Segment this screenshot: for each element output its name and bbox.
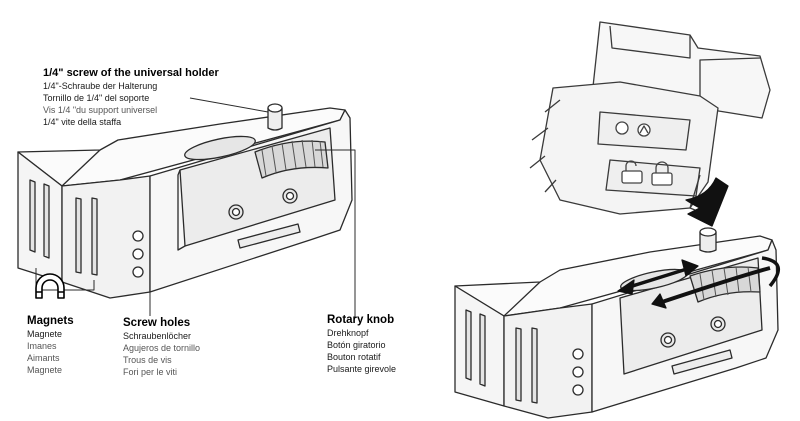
screw-holes-callout-de: Schraubenlöcher [123,331,192,341]
screw-callout-it: 1/4" vite della staffa [43,117,122,127]
lock-icon [651,161,673,186]
screw-holes-callout-title: Screw holes [123,317,191,329]
screw-holes-callout: Screw holes Schraubenlöcher Agujeros de … [123,316,200,378]
rotary-knob-callout-title: Rotary knob [327,314,395,326]
magnet-icon [35,273,65,299]
rotary-knob-leader-line [315,149,356,318]
screw-leader-line [189,97,269,113]
magnets-callout-title: Magnets [27,315,74,327]
rotary-knob-callout-fr: Bouton rotatif [327,352,381,362]
rotate-arrow [651,256,780,309]
magnets-callout-fr: Aimants [27,353,60,363]
rotary-knob-callout-de: Drehknopf [327,328,369,338]
screw-holes-callout-it: Fori per le viti [123,367,178,377]
left-holder-drawing [17,97,356,318]
laser-icon [615,121,651,137]
unlock-icon [621,160,643,184]
magnets-callout-it: Magnete [27,365,63,375]
laser-device-drawing [529,21,771,215]
screw-holes-callout-es: Agujeros de tornillo [123,343,201,353]
slide-arrow [617,259,699,295]
rotary-knob-drawing [254,139,329,179]
screw-holes-callout-fr: Trous de vis [123,355,172,365]
attach-arrow [685,177,729,227]
rotary-knob-callout: Rotary knob Drehknopf Botón giratorio Bo… [327,313,396,375]
screw-callout-es: Tornillo de 1/4" del soporte [43,93,150,103]
magnets-callout-es: Imanes [27,341,57,351]
screw-callout-title: 1/4" screw of the universal holder [43,67,219,79]
magnets-callout-de: Magnete [27,329,63,339]
screw-callout-de: 1/4"-Schraube der Halterung [43,81,158,91]
right-holder-drawing [454,227,779,419]
screw-callout-fr: Vis 1/4 "du support universel [43,105,158,115]
rotary-knob-callout-it: Pulsante girevole [327,364,397,374]
rotary-knob-callout-es: Botón giratorio [327,340,386,350]
screw-callout: 1/4" screw of the universal holder 1/4"-… [43,66,219,128]
magnets-callout: Magnets Magnete Imanes Aimants Magnete [27,314,74,376]
